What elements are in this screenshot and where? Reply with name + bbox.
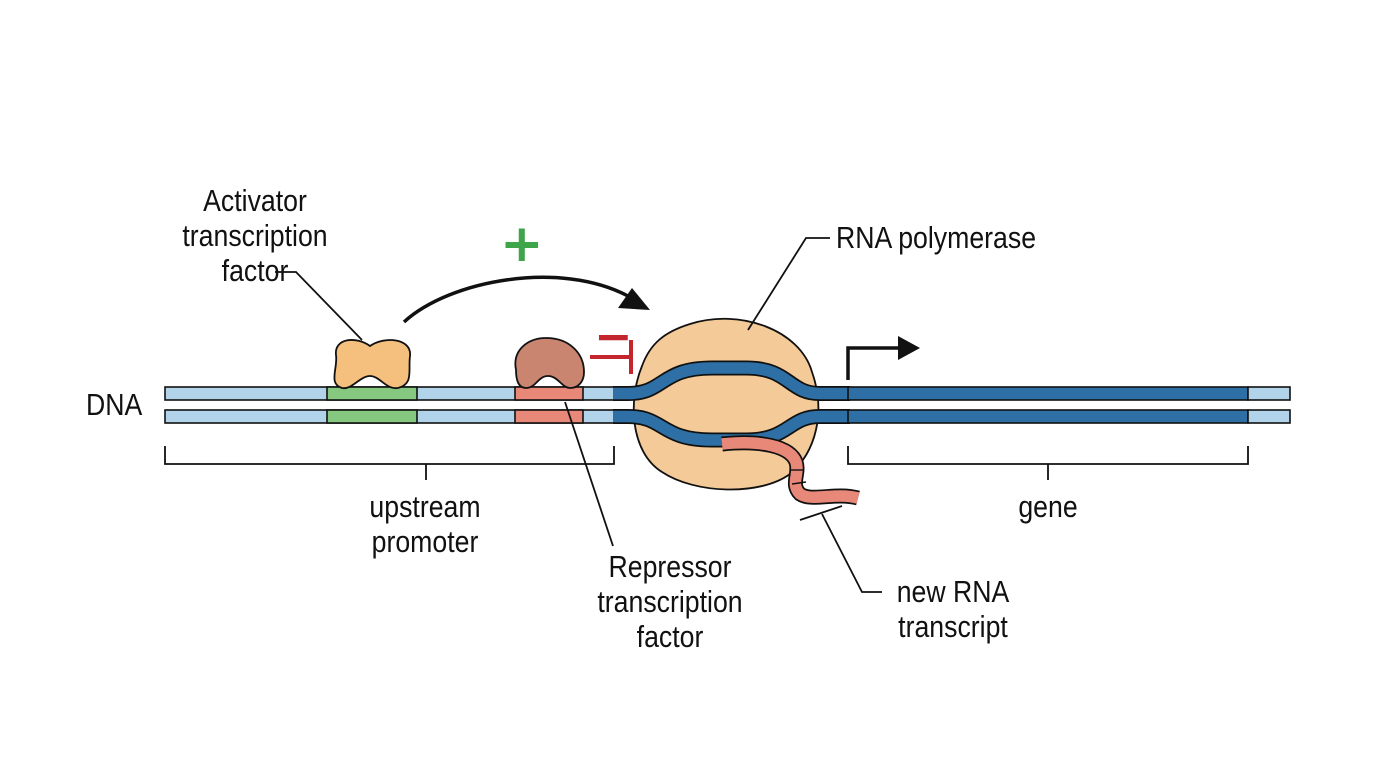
activator-label: Activator transcription factor <box>169 183 341 288</box>
repressor-protein-shape <box>514 337 585 389</box>
rna-transcript-shape <box>721 435 860 506</box>
repressor-label-line-1: Repressor <box>608 549 732 584</box>
activator-binding-site <box>326 386 418 424</box>
new-rna-label-line-2: transcript <box>898 609 1008 644</box>
new-rna-transcript-label: new RNA transcript <box>880 574 1026 644</box>
repression-minus-sign: − <box>594 309 633 363</box>
activator-leader-line <box>275 271 363 341</box>
activator-label-line-2: transcription <box>182 218 328 253</box>
leader-lines <box>275 237 882 593</box>
gene-label: gene <box>1018 489 1078 524</box>
dna-gene-strands <box>847 386 1291 424</box>
rna-polymerase-label: RNA polymerase <box>836 220 1037 255</box>
repressor-leader-line <box>564 401 614 547</box>
repressor-label-line-2: transcription <box>597 584 743 619</box>
repressor-binding-site <box>514 386 584 424</box>
transcription-start-arrow <box>846 336 920 380</box>
upstream-promoter-bracket <box>164 446 615 480</box>
activator-label-line-1: Activator <box>203 183 307 218</box>
activator-label-line-3: factor <box>221 253 289 288</box>
activation-arrow <box>402 275 650 324</box>
gene-bracket <box>847 446 1249 480</box>
rna-transcript-leader-line <box>799 505 882 593</box>
upstream-promoter-line-1: upstream <box>369 489 481 524</box>
dna-label: DNA <box>86 387 143 422</box>
repressor-label: Repressor transcription factor <box>584 549 756 654</box>
repression-bar <box>590 340 633 374</box>
upstream-promoter-label: upstream promoter <box>339 489 511 559</box>
dna-transcribed-strands <box>613 360 850 448</box>
repressor-label-line-3: factor <box>636 619 704 654</box>
activation-plus-sign: + <box>500 214 544 274</box>
rna-polymerase-leader-line <box>747 237 830 331</box>
new-rna-label-line-1: new RNA <box>896 574 1010 609</box>
activator-protein-shape <box>333 339 411 389</box>
upstream-promoter-line-2: promoter <box>371 524 479 559</box>
